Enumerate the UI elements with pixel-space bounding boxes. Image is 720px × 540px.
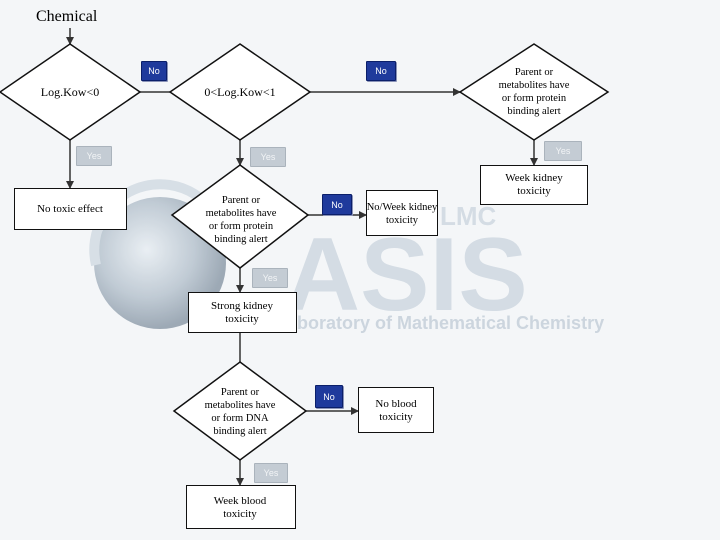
diamond-parent-protein-mid	[170, 164, 310, 269]
badge-no-logkow-0-1: No	[366, 61, 396, 81]
label-logkow-lt0: Log.Kow<0	[40, 84, 100, 99]
label-strong-kidney-toxicity: Strong kidney toxicity	[210, 300, 274, 325]
diamond-logkow-0-1	[168, 43, 312, 141]
label-weak-blood-toxicity: Week blood toxicity	[213, 495, 267, 520]
box-strong-kidney-toxicity	[188, 292, 297, 333]
label-parent-protein-top: Parent or metabolites have or form prote…	[498, 67, 570, 117]
badge-yes-parent-dna: Yes	[254, 463, 288, 483]
label-parent-protein-mid: Parent or metabolites have or form prote…	[205, 195, 277, 245]
box-weak-blood-toxicity	[186, 485, 296, 529]
box-weak-kidney-toxicity	[480, 165, 588, 205]
box-no-toxic-effect	[14, 188, 127, 230]
label-weak-kidney-toxicity: Week kidney toxicity	[505, 172, 563, 197]
diamond-logkow-lt0	[0, 43, 142, 141]
badge-no-parent-protein-mid: No	[322, 194, 352, 215]
badge-no-parent-dna: No	[315, 385, 343, 408]
chemical-title: Chemical	[36, 8, 98, 25]
label-no-blood-toxicity: No blood toxicity	[375, 398, 417, 423]
badge-no-logkow-lt0: No	[141, 61, 167, 81]
label-parent-dna: Parent or metabolites have or form DNA b…	[204, 387, 276, 437]
diamond-parent-dna	[172, 361, 308, 461]
badge-yes-parent-protein-top: Yes	[544, 141, 582, 161]
label-logkow-0-1: 0<Log.Kow<1	[204, 84, 276, 99]
watermark-brand: ASIS	[285, 217, 528, 333]
box-no-weak-kidney-toxicity	[366, 190, 438, 236]
watermark-small: LMC	[440, 201, 497, 231]
decision-shapes	[0, 43, 610, 461]
connectors	[66, 28, 538, 486]
watermark-subtitle: Laboratory of Mathematical Chemistry	[276, 313, 604, 333]
diamond-parent-protein-top	[458, 43, 610, 141]
box-no-blood-toxicity	[358, 387, 434, 433]
badge-yes-logkow-0-1: Yes	[250, 147, 286, 167]
badge-yes-parent-protein-mid: Yes	[252, 268, 288, 288]
label-no-toxic-effect: No toxic effect	[37, 202, 103, 215]
badge-yes-logkow-lt0: Yes	[76, 146, 112, 166]
label-no-weak-kidney-toxicity: No/Week kidney toxicity	[366, 202, 438, 226]
